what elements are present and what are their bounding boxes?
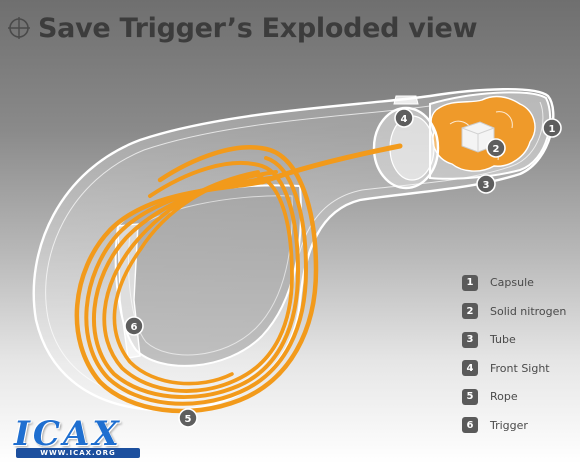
callout-2: 2 [486, 138, 506, 158]
svg-text:6: 6 [131, 322, 138, 333]
callout-6: 6 [124, 316, 144, 336]
legend-item: 6 Trigger [462, 415, 580, 436]
page-title: Save Trigger’s Exploded view [38, 12, 478, 44]
callout-5: 5 [178, 408, 198, 428]
logo-wordmark: ICAX [14, 414, 122, 454]
callout-1: 1 [542, 118, 562, 138]
legend-label: Capsule [490, 276, 534, 289]
legend-item: 4 Front Sight [462, 358, 580, 379]
title-bar: Save Trigger’s Exploded view [8, 8, 478, 48]
rope-coil [74, 143, 403, 414]
svg-text:1: 1 [549, 124, 556, 135]
nitrogen-cube-edge [461, 127, 495, 152]
legend-badge: 2 [462, 303, 478, 320]
icax-logo: ICAX WWW.ICAX.ORG [8, 414, 148, 460]
legend-badge: 3 [462, 331, 478, 348]
svg-text:2: 2 [493, 144, 500, 155]
legend-badge: 1 [462, 274, 478, 291]
callouts: 1 2 3 4 5 6 [124, 108, 562, 428]
callout-3: 3 [476, 174, 496, 194]
legend-label: Tube [490, 333, 516, 347]
legend-item: 5 Rope [462, 386, 580, 407]
legend-item: 3 Tube [462, 329, 580, 350]
legend-item: 2 Solid nitrogen [462, 301, 580, 322]
tube-ring [372, 106, 440, 190]
legend: 1 Capsule 2 Solid nitrogen 3 Tube 4 Fron… [462, 272, 580, 444]
svg-text:3: 3 [483, 180, 490, 191]
svg-text:4: 4 [401, 114, 408, 125]
legend-label: Front Sight [490, 361, 550, 375]
legend-badge: 4 [462, 360, 478, 377]
legend-label: Trigger [490, 418, 528, 432]
legend-item: 1 Capsule [462, 272, 580, 293]
crosshair-icon [8, 17, 30, 39]
legend-label: Rope [490, 390, 518, 404]
front-sight [393, 95, 419, 105]
legend-label: Solid nitrogen [490, 304, 567, 318]
legend-badge: 5 [462, 388, 478, 405]
svg-text:5: 5 [185, 414, 192, 425]
callout-4: 4 [394, 108, 414, 128]
logo-url: WWW.ICAX.ORG [16, 448, 140, 458]
legend-badge: 6 [462, 417, 478, 434]
